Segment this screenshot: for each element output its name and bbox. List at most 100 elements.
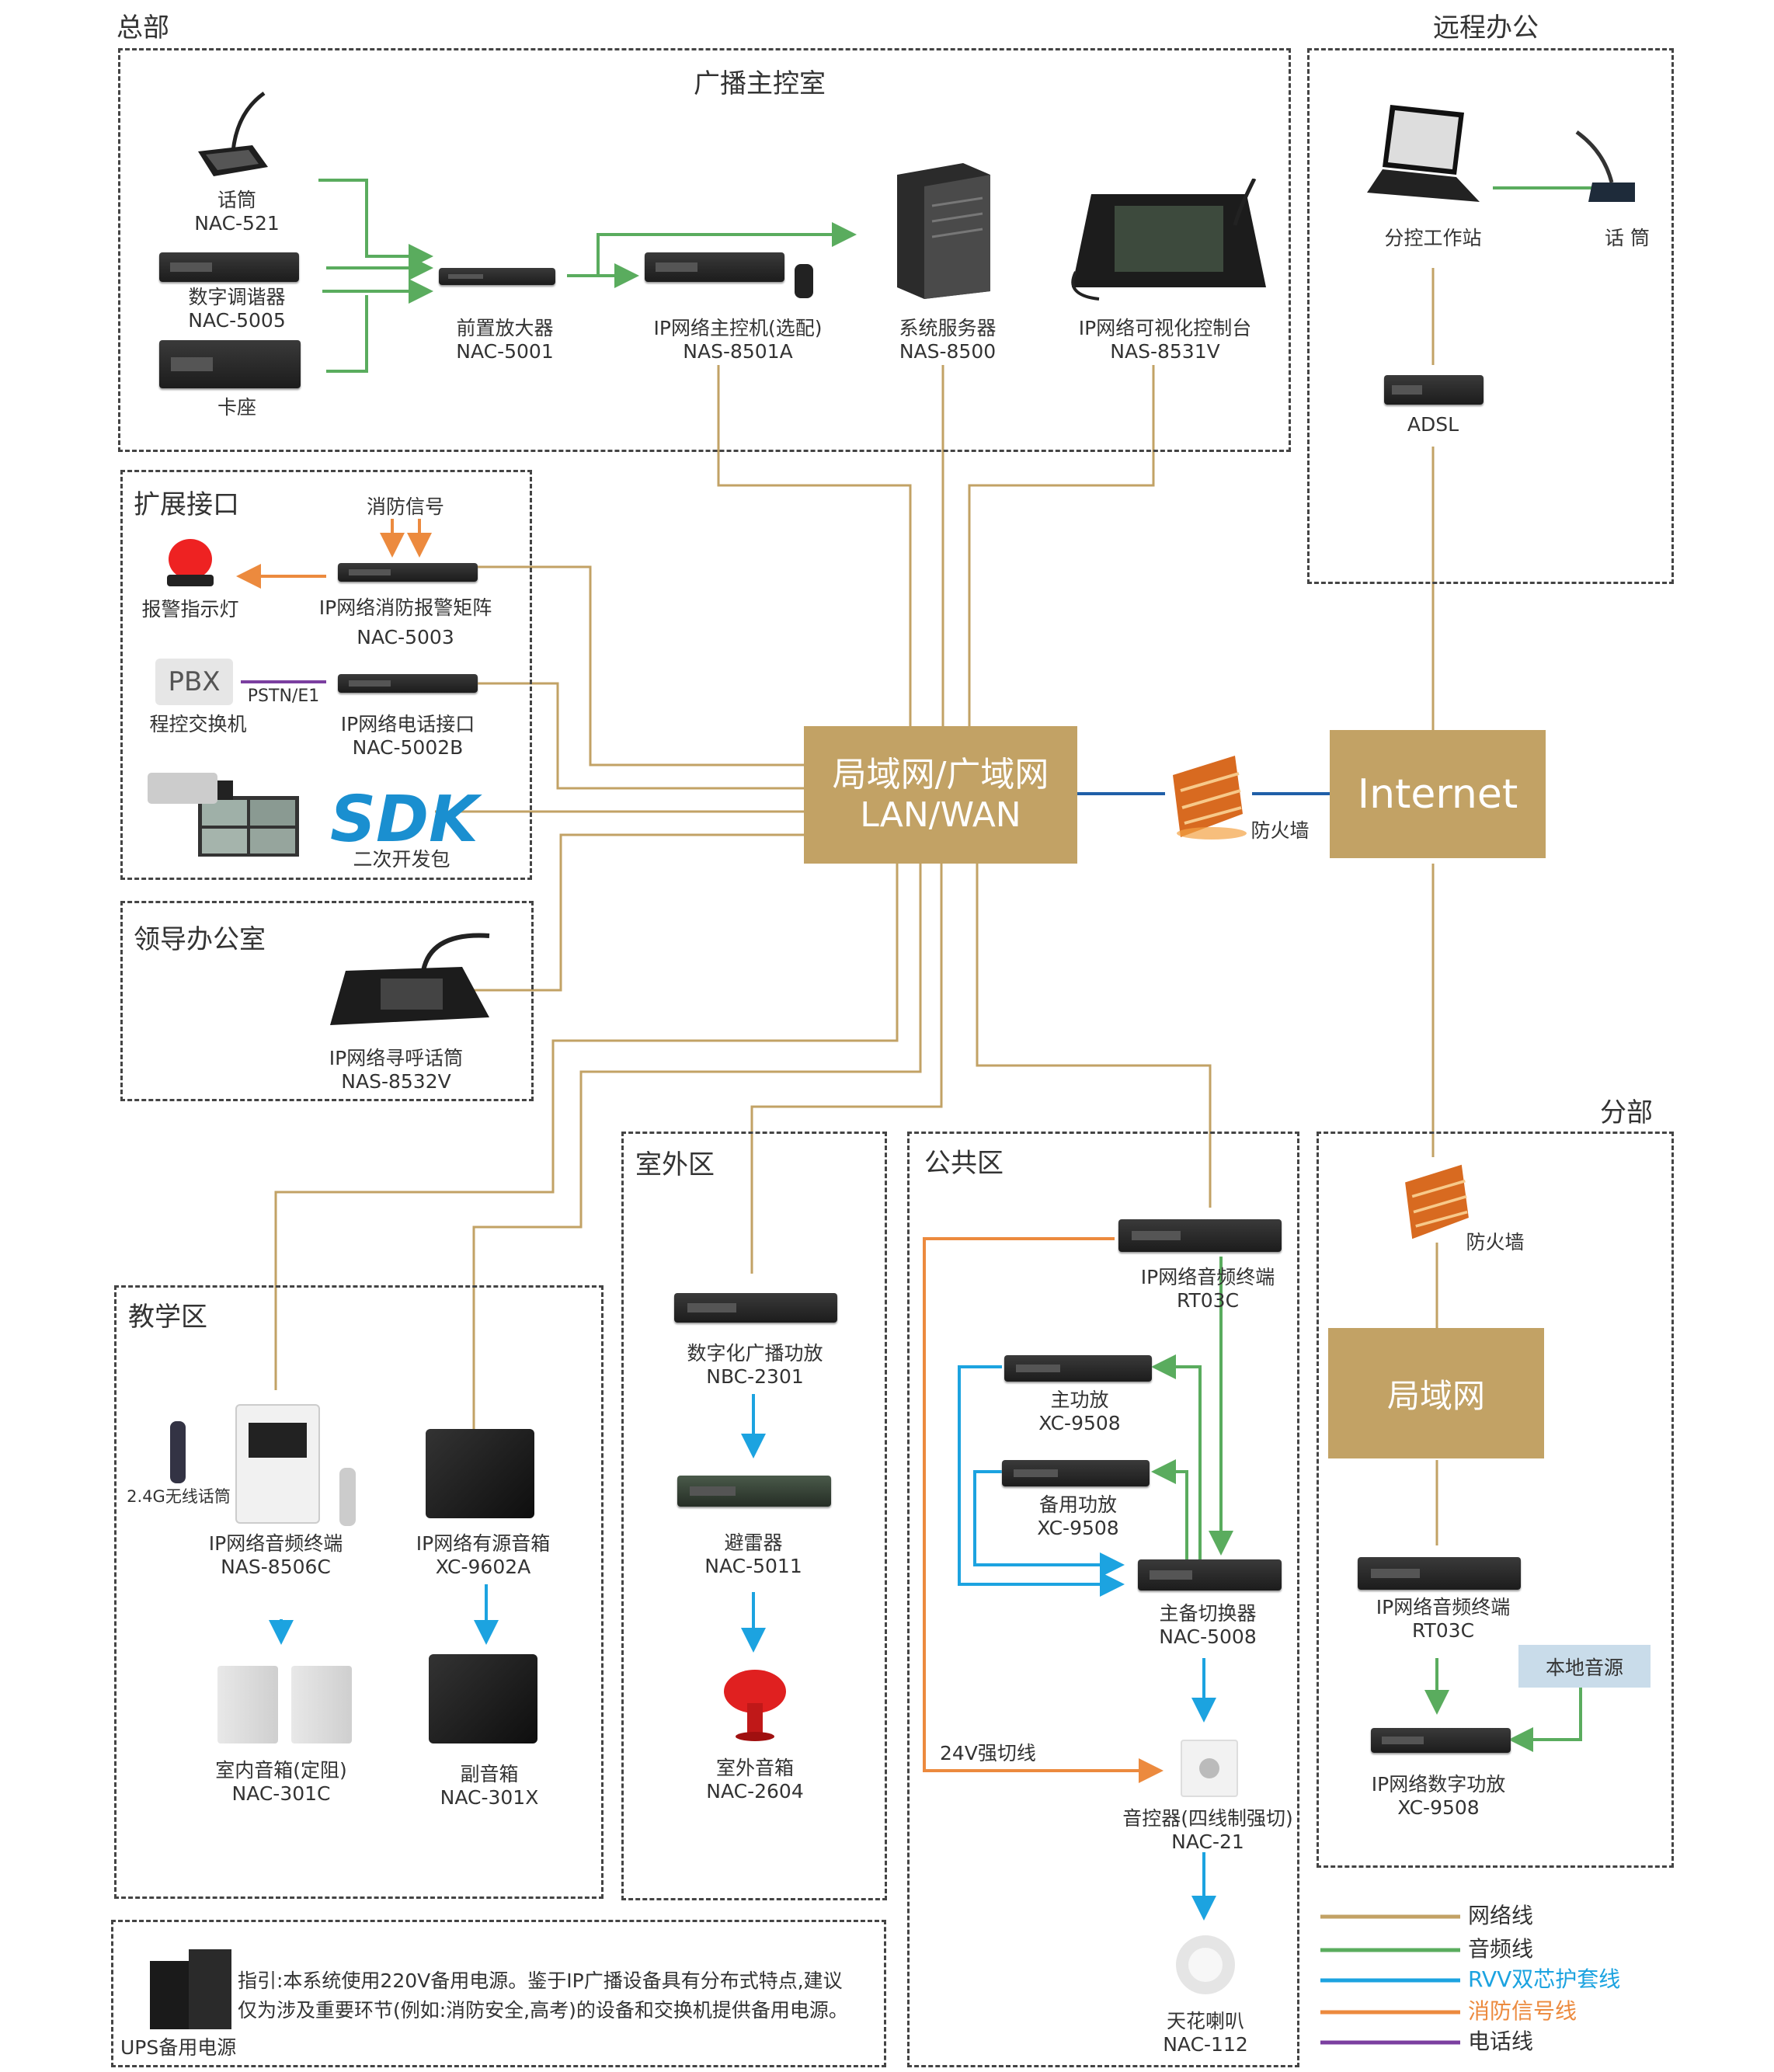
zone-public xyxy=(907,1132,1299,2067)
zone-title-ext: 扩展接口 xyxy=(134,489,239,520)
zone-outdoor xyxy=(621,1132,887,1900)
remote-control-icon xyxy=(339,1468,356,1526)
zone-leader xyxy=(120,901,534,1101)
pstn-label: PSTN/E1 xyxy=(247,687,320,706)
firewall-label: 防火墙 xyxy=(1250,819,1310,842)
net-host xyxy=(717,365,912,726)
outdoor-speaker-icon xyxy=(724,1670,786,1741)
digital-amp-device xyxy=(674,1293,837,1323)
handset-icon xyxy=(795,264,813,298)
lan-wan-line1: 局域网/广域网 xyxy=(832,754,1049,794)
wireless-mic-label: 2.4G无线话筒 xyxy=(127,1487,231,1506)
ups-label: UPS备用电源 xyxy=(120,2036,237,2059)
local-source-box: 本地音源 xyxy=(1518,1645,1651,1688)
remote-mic-label: 话 筒 xyxy=(1605,227,1650,249)
adsl-label: ADSL xyxy=(1407,413,1459,436)
legend-network: 网络线 xyxy=(1468,1903,1534,1928)
zone-title-leader: 领导办公室 xyxy=(134,924,266,955)
branch-firewall-icon xyxy=(1405,1164,1469,1239)
net-teaching-1 xyxy=(274,864,899,1390)
rt03c-device xyxy=(1118,1219,1282,1252)
ups-note-line1: 指引:本系统使用220V备用电源。鉴于IP广播设备具有分布式特点,建议 xyxy=(238,1969,843,1992)
firewall-icon xyxy=(1173,756,1247,840)
zone-broadcast-room xyxy=(118,48,1291,452)
legend-fire: 消防信号线 xyxy=(1468,1998,1577,2024)
lan-wan-line2: LAN/WAN xyxy=(860,794,1021,835)
server-icon xyxy=(897,163,990,299)
cassette-deck-device xyxy=(159,340,301,388)
zone-ext xyxy=(120,470,532,880)
zone-teaching xyxy=(114,1285,604,1899)
zone-branch xyxy=(1317,1132,1674,1868)
volume-controller-device xyxy=(1181,1740,1238,1797)
zone-title-remote: 远程办公 xyxy=(1433,12,1539,43)
workstation-label: 分控工作站 xyxy=(1384,227,1482,249)
deck-label: 卡座 xyxy=(217,396,257,419)
internet-label: Internet xyxy=(1357,770,1518,818)
net-public xyxy=(976,864,1212,1208)
net-teaching-2 xyxy=(472,864,922,1429)
alarm-light-icon xyxy=(167,539,214,586)
local-source-label: 本地音源 xyxy=(1545,1656,1623,1679)
zone-ups xyxy=(111,1920,886,2067)
indoor-speaker-1 xyxy=(217,1666,278,1743)
host-label: IP网络主控机(选配)NAS-8501A xyxy=(653,317,823,363)
adsl-device xyxy=(1384,375,1484,405)
sdk-label: 二次开发包 xyxy=(353,848,450,871)
tuner-device xyxy=(159,252,299,282)
laptop-icon xyxy=(1367,105,1480,202)
pbx-label: 程控交换机 xyxy=(149,713,247,735)
indoor-speaker-2 xyxy=(291,1666,352,1743)
main-amp-device xyxy=(1004,1355,1152,1382)
branch-lan-label: 局域网 xyxy=(1386,1376,1485,1415)
remote-mic-icon xyxy=(1575,130,1635,202)
camera-monitor-icon xyxy=(148,773,299,857)
zone-title-broadcast-room: 广播主控室 xyxy=(694,68,826,99)
branch-amp-device xyxy=(1371,1728,1511,1753)
net-fire-matrix xyxy=(478,565,804,767)
control-console-icon xyxy=(1071,179,1266,301)
legend-phone: 电话线 xyxy=(1468,2029,1534,2054)
microphone-icon xyxy=(198,91,268,176)
internet-box: Internet xyxy=(1330,730,1546,858)
fire-matrix-device xyxy=(338,563,478,582)
ups-note: 指引:本系统使用220V备用电源。鉴于IP广播设备具有分布式特点,建议 仅为涉及… xyxy=(238,1966,848,2025)
ups-note-line2: 仅为涉及重要环节(例如:消防安全,高考)的设备和交换机提供备用电源。 xyxy=(238,1999,848,2022)
branch-lan-box: 局域网 xyxy=(1328,1328,1544,1458)
net-leader xyxy=(466,833,804,992)
zone-title-branch: 分部 xyxy=(1600,1097,1653,1128)
branch-terminal-device xyxy=(1358,1557,1521,1590)
zone-remote xyxy=(1307,48,1674,584)
net-phone-if xyxy=(478,682,804,790)
audio-terminal-8506c xyxy=(235,1404,320,1524)
legend-rvv: RVV双芯护套线 xyxy=(1468,1966,1621,1992)
volume-knob-icon xyxy=(1199,1758,1219,1778)
indoor-speaker-label: 室内音箱(定阻)NAC-301C xyxy=(215,1759,347,1805)
zone-title-teaching: 教学区 xyxy=(128,1302,207,1333)
pbx-icon: PBX xyxy=(155,659,233,705)
net-console xyxy=(968,365,1155,726)
volume-controller-label: 音控器(四线制强切)NAC-21 xyxy=(1122,1807,1293,1853)
strong-cut-label: 24V强切线 xyxy=(940,1742,1036,1764)
sub-speaker-device xyxy=(429,1654,537,1743)
